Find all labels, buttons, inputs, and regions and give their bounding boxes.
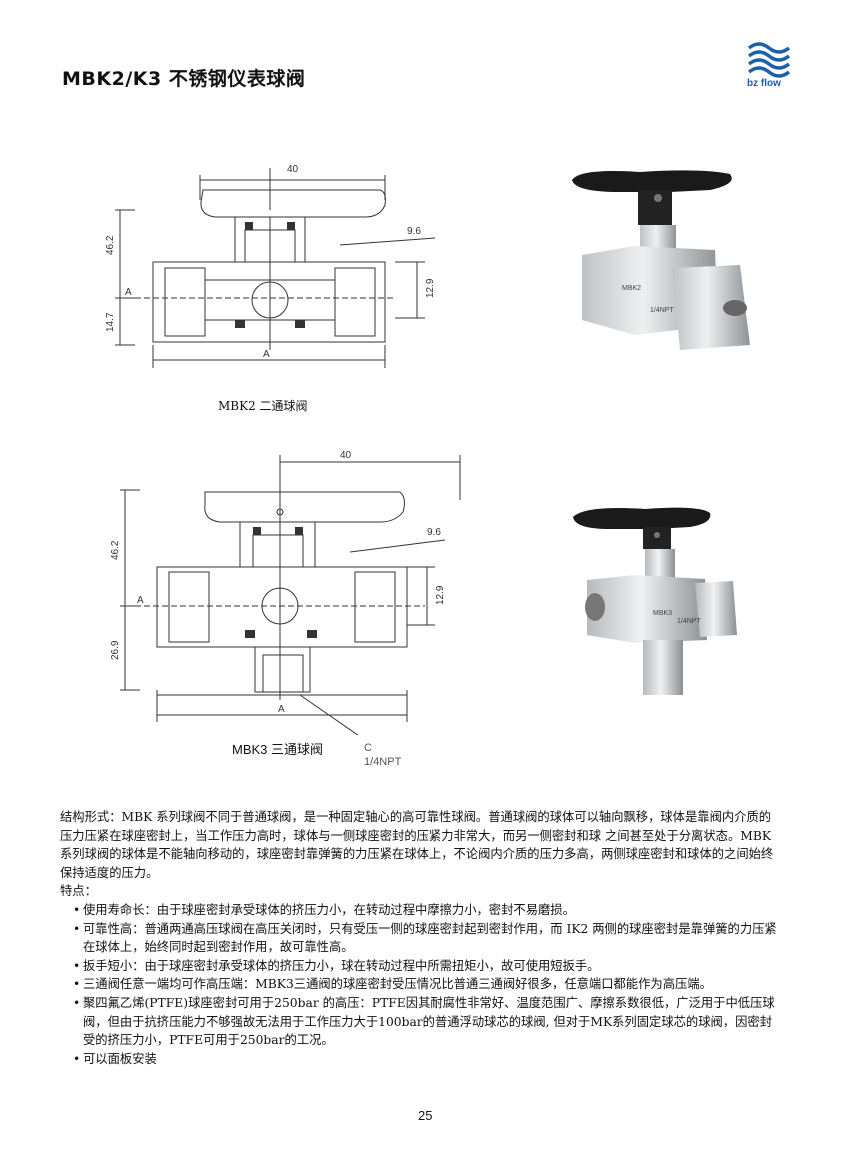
dim-height-label: 46.2 — [110, 540, 121, 560]
page-number: 25 — [418, 1108, 433, 1123]
dim-right2-label: 12.9 — [425, 278, 436, 298]
dim-height-label: 46.2 — [105, 235, 116, 255]
photo2-marking2: 1/4NPT — [677, 618, 701, 625]
feature-item: 可以面板安装 — [73, 1050, 780, 1069]
logo-text: bz flow — [747, 78, 781, 89]
feature-item: 扳手短小：由于球座密封承受球体的挤压力小，球在转动过程中所需扭矩小，故可使用短扳… — [73, 957, 780, 976]
dim-bottom-label: 14.7 — [105, 312, 116, 332]
port-a-label: A — [137, 595, 144, 606]
feature-item: 使用寿命长：由于球座密封承受球体的挤压力小，在转动过程中摩擦力小，密封不易磨损。 — [73, 901, 780, 920]
photo1-marking2: 1/4NPT — [650, 307, 674, 314]
feature-item: 聚四氟乙烯(PTFE)球座密封可用于250bar 的高压：PTFE因其耐腐性非常… — [73, 994, 780, 1050]
dim-right1-label: 9.6 — [427, 527, 441, 538]
bz-flow-logo — [747, 42, 791, 78]
dim-right2-label: 12.9 — [435, 585, 446, 605]
mbk2-technical-drawing: 40 46.2 14.7 9.6 12.9 A A — [105, 164, 436, 368]
mbk2-valve-photo: MBK2 1/4NPT — [572, 170, 750, 350]
photo1-marking1: MBK2 — [622, 285, 641, 292]
mbk3-caption: MBK3 三通球阀 — [232, 742, 324, 757]
dim-bottom-label: 26.9 — [110, 640, 121, 660]
structure-paragraph: 结构形式：MBK 系列球阀不同于普通球阀，是一种固定轴心的高可靠性球阀。普通球阀… — [60, 810, 774, 880]
feature-item: 可靠性高：普通两通高压球阀在高压关闭时，只有受压一侧的球座密封起到密封作用，而 … — [73, 920, 780, 957]
dim-width-label: 40 — [287, 164, 299, 175]
dim-width-label: 40 — [340, 450, 352, 461]
page-title: MBK2/K3 不锈钢仪表球阀 — [62, 68, 306, 90]
description-block: 结构形式：MBK 系列球阀不同于普通球阀，是一种固定轴心的高可靠性球阀。普通球阀… — [60, 808, 780, 1068]
photo2-marking1: MBK3 — [653, 610, 672, 617]
dim-a-label: A — [278, 704, 285, 715]
dim-a-label: A — [263, 349, 270, 360]
port-a-label: A — [125, 287, 132, 298]
mbk3-valve-photo: MBK3 1/4NPT — [573, 507, 737, 695]
mbk2-caption: MBK2 二通球阀 — [218, 399, 308, 413]
port-c-label: C — [364, 742, 372, 754]
features-list: 使用寿命长：由于球座密封承受球体的挤压力小，在转动过程中摩擦力小，密封不易磨损。… — [60, 901, 780, 1068]
dim-right1-label: 9.6 — [407, 226, 421, 237]
mbk3-technical-drawing: 40 46.2 26.9 9.6 12.9 A A — [110, 450, 461, 735]
features-title: 特点： — [60, 884, 97, 899]
npt-label: 1/4NPT — [364, 756, 402, 768]
feature-item: 三通阀任意一端均可作高压端：MBK3三通阀的球座密封受压情况比普通三通阀好很多，… — [73, 975, 780, 994]
